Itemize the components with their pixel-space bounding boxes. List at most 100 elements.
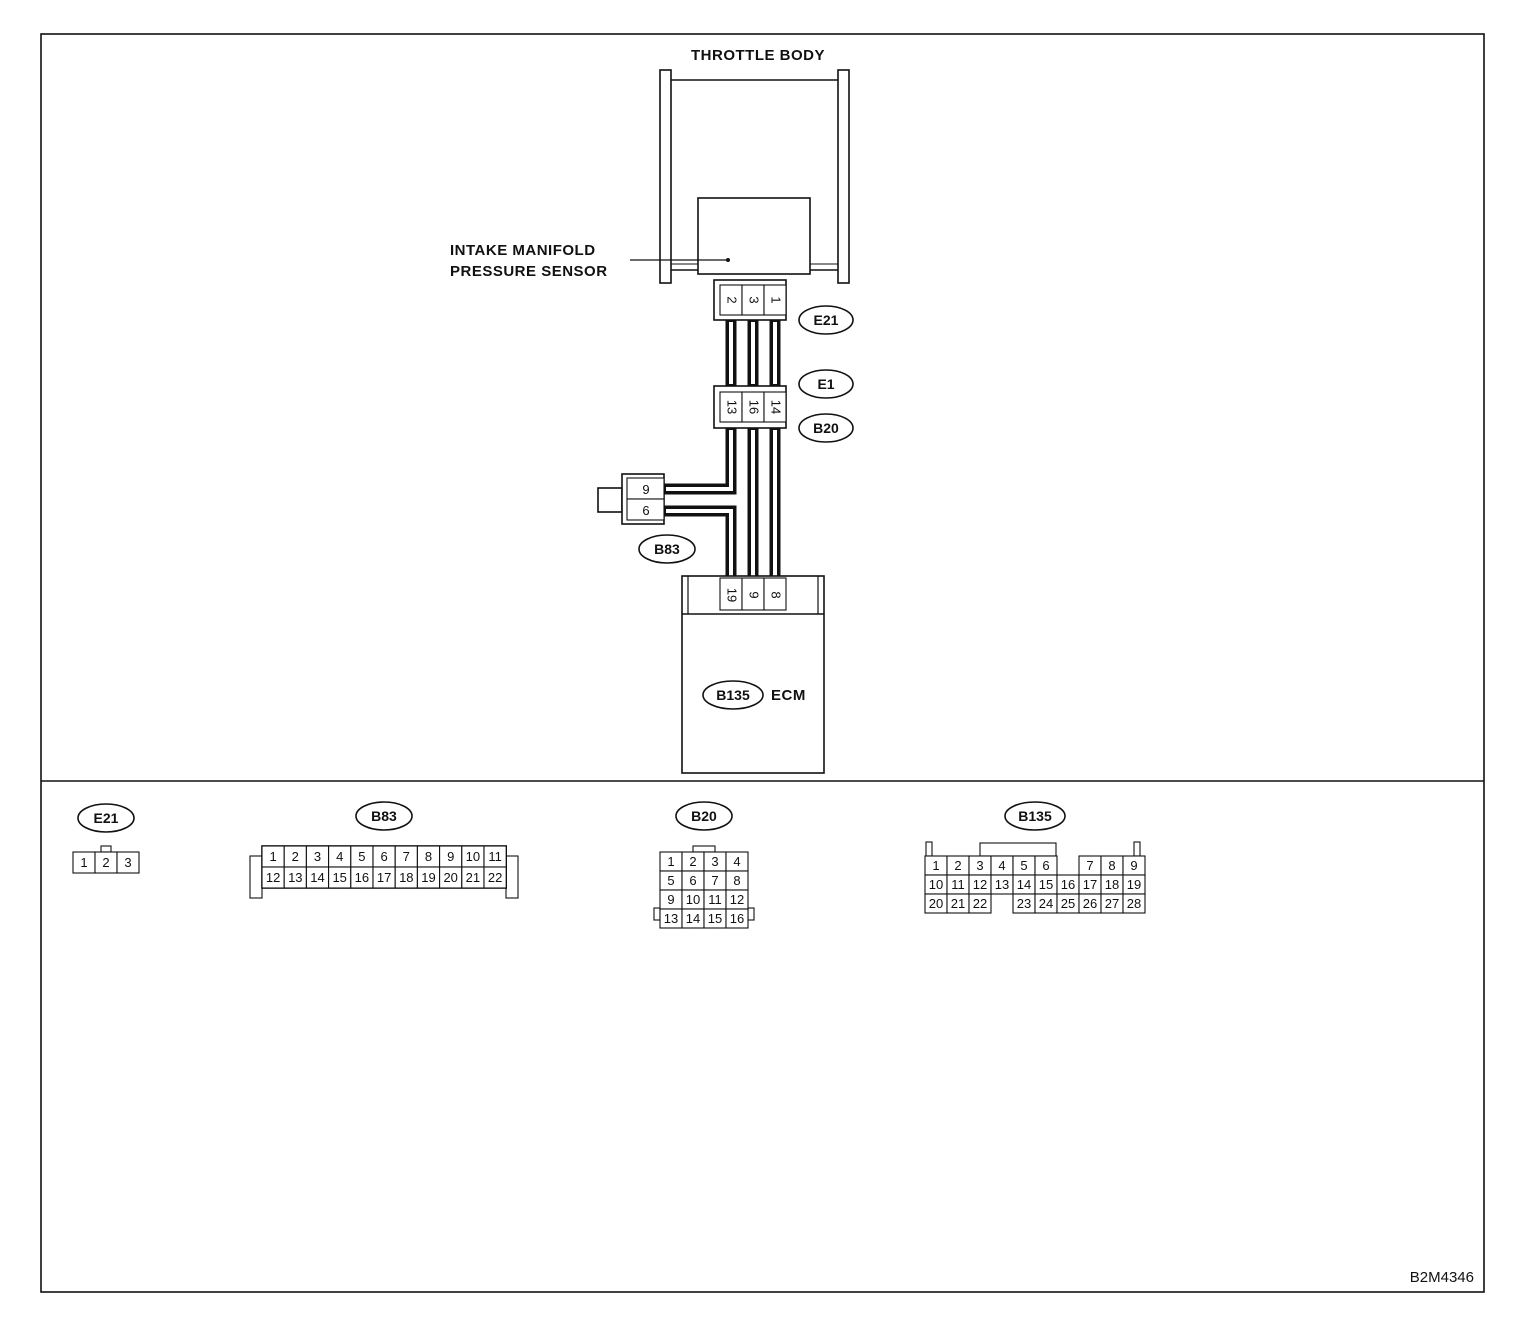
pin-number: 21	[951, 896, 965, 911]
pin-number: 11	[708, 892, 722, 907]
pin-number: 3	[976, 858, 983, 873]
pin-number: 15	[1039, 877, 1053, 892]
pin-cell	[925, 841, 933, 857]
pin-number: 17	[1083, 877, 1097, 892]
face-tag-b135: B135	[1004, 801, 1066, 831]
pin-number: 8	[733, 873, 740, 888]
pin-number: 8	[1108, 858, 1115, 873]
b83-pin-a: 9	[642, 482, 649, 497]
pin-number: 5	[358, 849, 365, 864]
pin-number: 14	[310, 870, 324, 885]
face-tag-b20: B20	[675, 801, 733, 831]
pin-cell	[249, 855, 263, 899]
throttle-body-label: THROTTLE BODY	[691, 47, 825, 64]
e21-pin-b: 3	[747, 296, 762, 303]
pin-number: 24	[1039, 896, 1053, 911]
pin-number: 13	[995, 877, 1009, 892]
tag-b20: B20	[798, 413, 854, 443]
sensor-label-line1: INTAKE MANIFOLD	[450, 242, 596, 259]
figure-code: B2M4346	[1410, 1269, 1474, 1286]
pin-number: 19	[1127, 877, 1141, 892]
pin-number: 7	[711, 873, 718, 888]
pin-number: 22	[973, 896, 987, 911]
pin-cell	[1133, 841, 1141, 857]
tag-b83: B83	[638, 534, 696, 564]
tag-b135: B135	[702, 680, 764, 710]
pin-number: 4	[733, 854, 740, 869]
pin-number: 15	[708, 911, 722, 926]
pin-number: 7	[1086, 858, 1093, 873]
tag-e1: E1	[798, 369, 854, 399]
tag-e21: E21	[798, 305, 854, 335]
b135-pin-a: 19	[725, 588, 740, 602]
svg-text:B135: B135	[1018, 808, 1052, 824]
pin-number: 2	[292, 849, 299, 864]
pin-number: 16	[355, 870, 369, 885]
pin-number: 18	[1105, 877, 1119, 892]
pin-cell	[747, 907, 755, 921]
pin-cell	[653, 907, 661, 921]
b20-pin-c: 14	[769, 400, 784, 414]
pin-cell	[692, 845, 716, 853]
pin-number: 12	[266, 870, 280, 885]
svg-text:B135: B135	[716, 687, 750, 703]
svg-text:E21: E21	[814, 312, 839, 328]
b20-pin-a: 13	[725, 400, 740, 414]
pin-number: 17	[377, 870, 391, 885]
pin-number: 2	[954, 858, 961, 873]
pin-number: 11	[488, 849, 502, 864]
svg-text:E21: E21	[94, 810, 119, 826]
pin-cell	[968, 893, 992, 914]
diagram-frame	[40, 33, 1485, 1293]
svg-text:B83: B83	[654, 541, 680, 557]
pin-number: 14	[1017, 877, 1031, 892]
pin-number: 16	[1061, 877, 1075, 892]
pin-number: 5	[1020, 858, 1027, 873]
ecm-module: 19 9 8	[681, 575, 825, 774]
pin-number: 9	[447, 849, 454, 864]
pin-number: 6	[689, 873, 696, 888]
pin-number: 6	[1042, 858, 1049, 873]
face-e21: 1 2 3	[72, 845, 140, 874]
b83-pin-b: 6	[642, 503, 649, 518]
pin-number: 14	[686, 911, 700, 926]
face-tag-e21: E21	[77, 803, 135, 833]
pin-number: 6	[380, 849, 387, 864]
svg-text:3: 3	[124, 855, 131, 870]
ecm-label: ECM	[771, 687, 806, 704]
pin-number: 11	[951, 877, 965, 892]
pin-number: 26	[1083, 896, 1097, 911]
pin-cell	[483, 866, 507, 889]
svg-text:B83: B83	[371, 808, 397, 824]
pin-number: 25	[1061, 896, 1075, 911]
pin-number: 2	[689, 854, 696, 869]
pin-cell	[505, 855, 519, 899]
pin-number: 7	[403, 849, 410, 864]
pin-number: 5	[667, 873, 674, 888]
sensor-leader-dot	[726, 258, 730, 262]
pin-number: 20	[443, 870, 457, 885]
pin-cell	[979, 842, 1057, 857]
pressure-sensor-body	[697, 197, 811, 275]
pin-number: 10	[466, 849, 480, 864]
svg-text:B20: B20	[813, 420, 839, 436]
pin-number: 3	[711, 854, 718, 869]
pin-number: 4	[998, 858, 1005, 873]
face-tag-b83: B83	[355, 801, 413, 831]
pin-number: 10	[929, 877, 943, 892]
pin-number: 3	[314, 849, 321, 864]
e21-pin-c: 1	[769, 296, 784, 303]
connector-b20-inline: 13 16 14	[713, 385, 787, 429]
pin-cell	[725, 908, 749, 929]
pin-number: 4	[336, 849, 343, 864]
svg-text:1: 1	[80, 855, 87, 870]
pin-number: 9	[1130, 858, 1137, 873]
pin-number: 13	[288, 870, 302, 885]
pin-number: 12	[730, 892, 744, 907]
svg-text:2: 2	[102, 855, 109, 870]
connector-b83-inline: 9 6	[597, 473, 665, 525]
pin-cell	[1122, 893, 1146, 914]
